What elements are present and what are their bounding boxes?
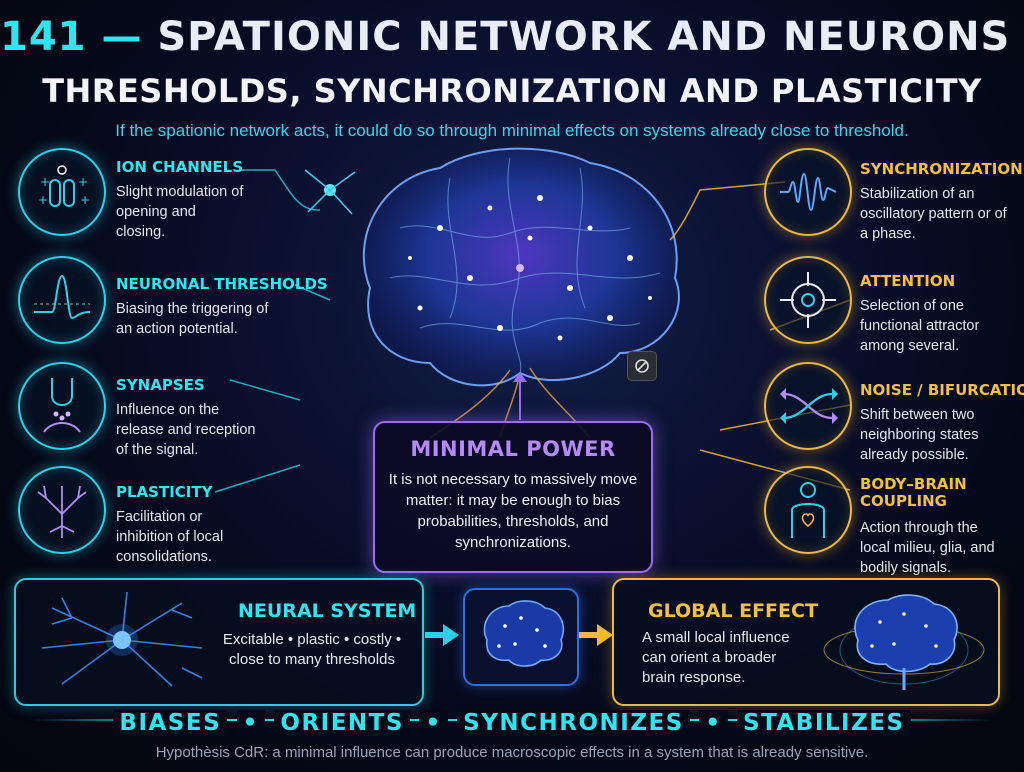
shuffle-arrows-icon: [780, 388, 838, 424]
neural-system-panel: NEURAL SYSTEM Excitable • plastic • cost…: [14, 578, 424, 706]
synchronization-ring: [764, 148, 852, 236]
noise-bifurcation-ring: [764, 362, 852, 450]
target-icon: [780, 272, 836, 328]
glowing-brain-icon: [823, 594, 985, 690]
keyword-orients: ORIENTS: [274, 710, 410, 736]
ion-channel-icon: + + + +: [38, 165, 90, 207]
ion-channels-text: Slight modulation of opening and closing…: [116, 184, 244, 240]
footer-keywords: BIASES • ORIENTS • SYNCHRONIZES • STABIL…: [0, 710, 1024, 736]
ion-channels-label: ION CHANNELS: [116, 158, 243, 176]
arrow-right-icon: [425, 624, 459, 646]
keyword-biases: BIASES: [113, 710, 228, 736]
intro-text: If the spationic network acts, it could …: [115, 121, 909, 140]
brain-icon: [483, 600, 565, 667]
keyword-stabilizes: STABILIZES: [737, 710, 911, 736]
dismiss-control-icon[interactable]: [627, 351, 657, 381]
synchronization-label: SYNCHRONIZATION: [860, 160, 1023, 178]
hypothesis-text: Hypothèsis CdR: a minimal influence can …: [155, 744, 869, 761]
title-line1: SPATIONIC NETWORK AND NEURONS: [157, 14, 1011, 60]
neuronal-thresholds-label: NEURONAL THRESHOLDS: [116, 275, 328, 293]
page-subtitle-heading: THRESHOLDS, SYNCHRONIZATION AND PLASTICI…: [42, 72, 982, 110]
svg-text:+: +: [80, 193, 90, 207]
global-effect-title: GLOBAL EFFECT: [648, 600, 818, 622]
plasticity-text: Facilitation or inhibition of local cons…: [116, 509, 224, 565]
body-brain-ring: [764, 466, 852, 554]
attention-label: ATTENTION: [860, 272, 956, 290]
action-potential-icon: [34, 274, 91, 320]
plasticity-label: PLASTICITY: [116, 483, 213, 501]
noise-bifurcation-label: NOISE / BIFURCATION: [860, 381, 1024, 399]
plasticity-ring: [18, 466, 106, 554]
svg-text:+: +: [40, 175, 50, 189]
minimal-power-box: MINIMAL POWER It is not necessary to mas…: [373, 421, 653, 573]
body-brain-label: BODY–BRAIN COUPLING: [860, 475, 967, 510]
synchronization-text: Stabilization of an oscillatory pattern …: [860, 186, 1007, 242]
neural-system-text: Excitable • plastic • costly • close to …: [222, 631, 402, 668]
global-effect-text: A small local influence can orient a bro…: [642, 629, 790, 686]
ion-channels-ring: + + + +: [18, 148, 106, 236]
neuron-glow-icon: [304, 169, 356, 215]
attention-text: Selection of one functional attractor am…: [860, 298, 980, 354]
keyword-synchronizes: SYNCHRONIZES: [457, 710, 690, 736]
synapses-text: Influence on the release and reception o…: [116, 402, 256, 458]
noise-bifurcation-text: Shift between two neighboring states alr…: [860, 407, 979, 463]
minimal-power-text: It is not necessary to massively move ma…: [388, 471, 638, 551]
synapses-ring: [18, 362, 106, 450]
svg-text:+: +: [78, 175, 88, 189]
neuronal-thresholds-ring: [18, 256, 106, 344]
page-title: 141 — SPATIONIC NETWORK AND NEURONS —: [0, 14, 1011, 60]
dendrite-tree-icon: [37, 485, 87, 538]
mini-brain-box: [463, 588, 579, 686]
synapses-label: SYNAPSES: [116, 376, 205, 394]
neural-system-title: NEURAL SYSTEM: [238, 600, 417, 622]
title-number: 141: [0, 14, 87, 60]
global-effect-panel: GLOBAL EFFECT A small local influence ca…: [612, 578, 1000, 706]
attention-ring: [764, 256, 852, 344]
svg-text:+: +: [38, 193, 48, 207]
synapse-icon: [43, 378, 81, 433]
brain-network-illustration: [362, 147, 680, 438]
body-heart-icon: [791, 482, 825, 538]
minimal-power-title: MINIMAL POWER: [410, 437, 616, 461]
neuron-icon: [41, 591, 203, 687]
neuronal-thresholds-text: Biasing the triggering of an action pote…: [116, 301, 269, 337]
waveform-icon: [780, 172, 837, 212]
body-brain-text: Action through the local milieu, glia, a…: [860, 520, 995, 576]
arrow-right-icon: [579, 624, 613, 646]
